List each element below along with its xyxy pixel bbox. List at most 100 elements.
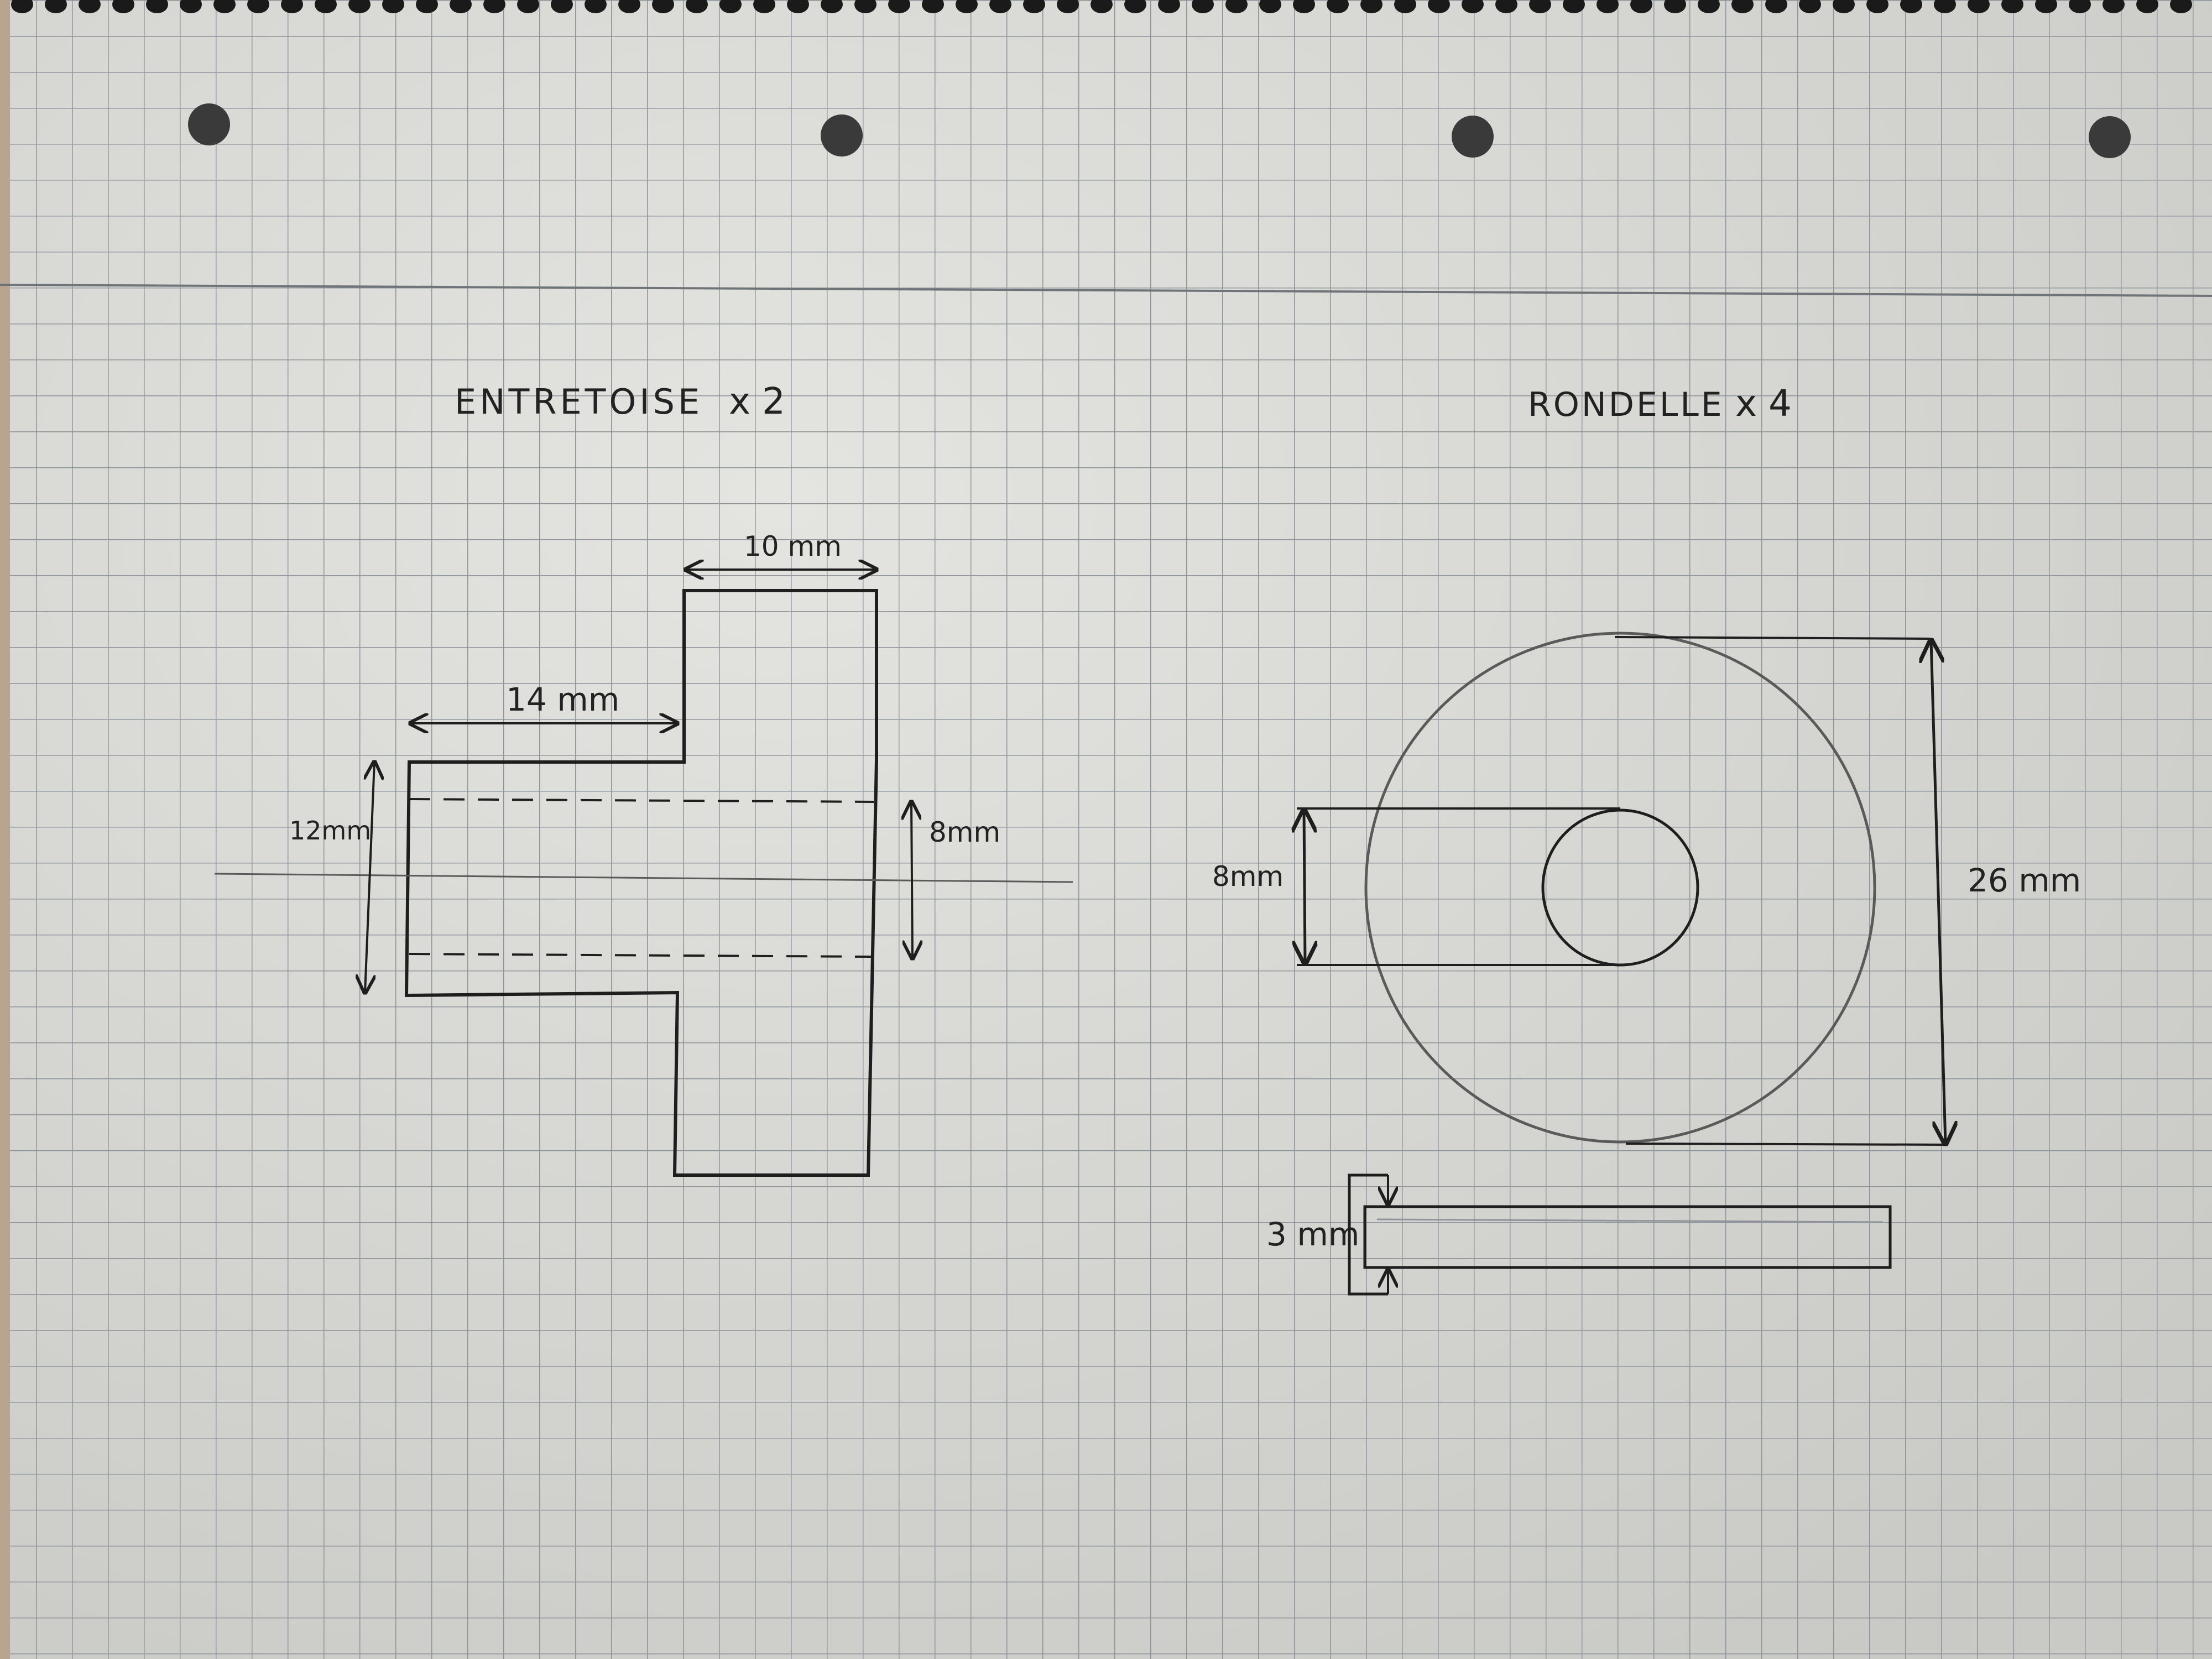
spiral-hole (956, 0, 978, 13)
spiral-hole (989, 0, 1011, 13)
label-shaft-diameter: 12mm (289, 816, 371, 846)
dim-line-bore (911, 802, 912, 958)
label-flange-width: 10 mm (744, 530, 842, 562)
spiral-hole (821, 0, 843, 13)
spiral-binding (11, 0, 2192, 13)
spiral-hole (2170, 0, 2192, 13)
spiral-hole (1057, 0, 1079, 13)
spiral-hole (1968, 0, 1990, 13)
spiral-hole (1630, 0, 1652, 13)
spiral-hole (247, 0, 269, 13)
spiral-hole (753, 0, 775, 13)
spiral-hole (1428, 0, 1450, 13)
spacer-title: ENTRETOISE (455, 382, 703, 422)
punch-hole (2089, 116, 2131, 158)
dim-line-shaft-diameter (365, 762, 374, 993)
spiral-hole (1799, 0, 1821, 13)
washer-drawing (1297, 632, 1947, 1296)
spiral-hole (213, 0, 236, 13)
spiral-hole (1698, 0, 1720, 13)
spiral-hole (2103, 0, 2125, 13)
spiral-hole (1731, 0, 1754, 13)
spiral-hole (618, 0, 640, 13)
margin-line (0, 284, 2212, 297)
spiral-hole (2001, 0, 2023, 13)
spiral-hole (180, 0, 202, 13)
spiral-hole (2035, 0, 2057, 13)
spiral-hole (483, 0, 505, 13)
spacer-bore-line-top (409, 798, 874, 803)
spiral-hole (1293, 0, 1315, 13)
spiral-hole (1158, 0, 1180, 13)
spiral-hole (112, 0, 134, 13)
spiral-hole (1360, 0, 1383, 13)
label-washer-inner: 8mm (1212, 860, 1284, 893)
spiral-hole (1934, 0, 1956, 13)
punch-hole (1452, 116, 1494, 158)
spiral-hole (1091, 0, 1113, 13)
spiral-hole (1023, 0, 1045, 13)
spacer-outline (404, 589, 878, 1177)
spiral-hole (1495, 0, 1517, 13)
dim-line-washer-thickness (1348, 1173, 1388, 1296)
label-bore: 8mm (929, 816, 1000, 848)
spiral-hole (787, 0, 809, 13)
spiral-hole (315, 0, 337, 13)
spiral-hole (719, 0, 742, 13)
spiral-hole (146, 0, 168, 13)
dim-line-washer-inner (1304, 810, 1305, 963)
washer-quantity: x 4 (1735, 382, 1792, 425)
spiral-hole (2069, 0, 2091, 13)
spiral-hole (888, 0, 910, 13)
punch-hole (821, 114, 863, 156)
dim-line-washer-outer (1931, 640, 1945, 1144)
spiral-hole (2136, 0, 2158, 13)
spiral-hole (1900, 0, 1922, 13)
spiral-hole (348, 0, 371, 13)
spiral-hole (686, 0, 708, 13)
spiral-hole (551, 0, 573, 13)
spiral-hole (1597, 0, 1619, 13)
spiral-hole (854, 0, 877, 13)
punch-hole (188, 103, 230, 145)
spiral-hole (1192, 0, 1214, 13)
spacer-drawing (214, 570, 1073, 1177)
washer-ext-line (1614, 636, 1931, 640)
spiral-hole (1866, 0, 1888, 13)
spiral-hole (1765, 0, 1787, 13)
spiral-hole (1327, 0, 1349, 13)
spiral-hole (922, 0, 944, 13)
paper-left-edge (0, 0, 10, 1659)
washer-side-view (1363, 1205, 1892, 1269)
spiral-hole (79, 0, 101, 13)
spiral-hole (1124, 0, 1146, 13)
spacer-quantity: x 2 (729, 380, 785, 422)
spiral-hole (382, 0, 404, 13)
spiral-hole (416, 0, 438, 13)
spiral-hole (1664, 0, 1686, 13)
spiral-hole (1529, 0, 1551, 13)
spacer-bore-line-bottom (409, 953, 872, 958)
washer-ext-line (1625, 1142, 1947, 1146)
spiral-hole (1394, 0, 1416, 13)
spiral-hole (1833, 0, 1855, 13)
spiral-hole (1462, 0, 1484, 13)
spiral-hole (45, 0, 67, 13)
spiral-hole (450, 0, 472, 13)
label-washer-outer: 26 mm (1968, 862, 2081, 899)
spiral-hole (11, 0, 33, 13)
spiral-hole (585, 0, 607, 13)
spiral-hole (281, 0, 303, 13)
spiral-hole (652, 0, 674, 13)
label-shaft-length: 14 mm (506, 681, 619, 718)
spiral-hole (1259, 0, 1281, 13)
spiral-hole (1563, 0, 1585, 13)
washer-outer-circle (1364, 632, 1876, 1144)
washer-title: RONDELLE (1528, 385, 1724, 424)
spiral-hole (1225, 0, 1248, 13)
washer-side-hidden-line (1376, 1218, 1884, 1223)
label-washer-thickness: 3 mm (1266, 1215, 1359, 1253)
spiral-hole (517, 0, 539, 13)
